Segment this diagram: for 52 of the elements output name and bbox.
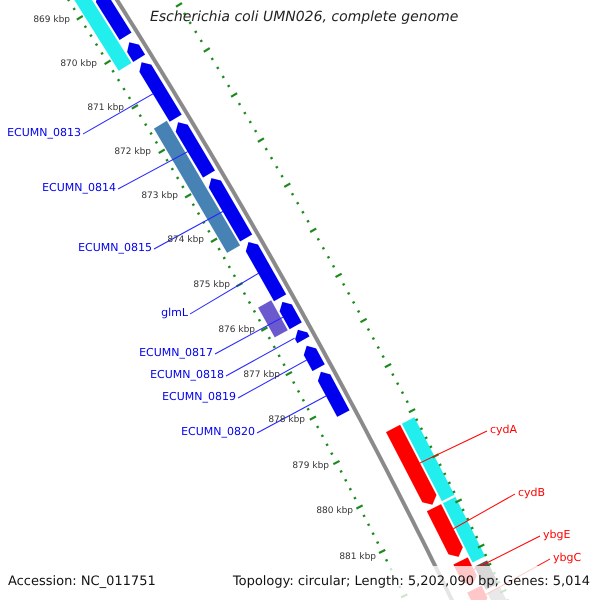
- gene-feature: [442, 496, 486, 562]
- leader-line: [154, 211, 224, 250]
- gene-label: ECUMN_0817: [139, 347, 213, 358]
- gene-feature: [258, 300, 288, 338]
- gene-feature: [295, 330, 310, 344]
- title: Escherichia coli UMN026, complete genome: [150, 10, 458, 24]
- leader-line: [420, 430, 488, 464]
- gene-feature: [386, 424, 436, 505]
- scale-label: 869 kbp: [33, 16, 70, 25]
- gene-feature: [318, 372, 350, 417]
- gene-label: ECUMN_0814: [42, 182, 116, 193]
- leader-line: [82, 93, 154, 134]
- gene-feature: [280, 302, 302, 330]
- gene-label: cydA: [490, 424, 518, 435]
- leader-line: [190, 272, 259, 314]
- scale-label: 871 kbp: [87, 104, 124, 113]
- leader-line: [238, 360, 308, 398]
- gene-label: ybgC: [553, 552, 582, 563]
- leader-line: [214, 316, 284, 354]
- gene-feature: [96, 0, 132, 40]
- gene-feature: [208, 178, 252, 242]
- leader-line: [256, 396, 326, 434]
- gene-label: ybgE: [543, 529, 570, 540]
- scale-label: 877 kbp: [243, 371, 280, 380]
- gene-label: ECUMN_0818: [150, 369, 224, 380]
- scale-label: 873 kbp: [141, 192, 178, 201]
- scale-label: 874 kbp: [167, 236, 204, 245]
- scale-label: 875 kbp: [193, 281, 230, 290]
- gene-feature: [176, 122, 215, 178]
- scale-label: 876 kbp: [218, 326, 255, 335]
- gene-label: glmL: [161, 307, 188, 318]
- genome-stats-text: Topology: circular; Length: 5,202,090 bp; Genes: 5,014: [232, 575, 590, 588]
- accession-text: Accession: NC_011751: [8, 575, 156, 588]
- leader-line: [453, 494, 516, 530]
- gene-label: ECUMN_0815: [78, 242, 152, 253]
- gene-label: ECUMN_0820: [181, 426, 255, 437]
- leader-line: [226, 338, 295, 376]
- leader-line: [118, 151, 188, 190]
- gene-feature: [402, 417, 454, 502]
- gene-label: ECUMN_0813: [7, 127, 81, 138]
- gene-feature: [139, 62, 182, 122]
- scale-label: 880 kbp: [316, 507, 353, 516]
- scale-label: 879 kbp: [292, 462, 329, 471]
- scale-label: 872 kbp: [114, 148, 151, 157]
- gene-label: cydB: [518, 487, 546, 498]
- scale-label: 870 kbp: [60, 60, 97, 69]
- gene-feature: [426, 504, 463, 557]
- gene-feature: [127, 42, 146, 62]
- scale-label: 881 kbp: [339, 553, 376, 562]
- gene-feature: [246, 242, 286, 302]
- gene-feature: [304, 346, 325, 372]
- gene-label: ECUMN_0819: [162, 391, 236, 402]
